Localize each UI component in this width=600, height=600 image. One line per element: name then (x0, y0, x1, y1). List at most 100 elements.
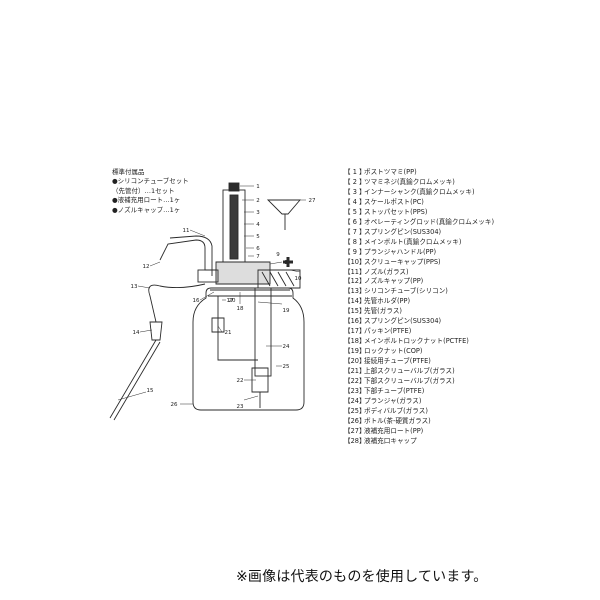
legend-name: メインボルト(真鍮クロムメッキ) (364, 237, 462, 246)
legend-num: 【19】 (344, 347, 366, 356)
nozzle (159, 239, 216, 271)
cap-hatching (261, 271, 295, 287)
legend-item: 【18】メインボルトロックナット(PCTFE) (344, 337, 494, 347)
callout-24: 24 (283, 344, 290, 350)
callout-13: 13 (131, 284, 138, 290)
legend-item: 【 6 】オペレーティングロッド(真鍮クロムメッキ) (344, 218, 494, 228)
callout-26: 26 (171, 402, 178, 408)
legend-num: 【 6 】 (344, 217, 366, 226)
callout-1: 1 (256, 184, 260, 190)
legend-item: 【17】パッキン(PTFE) (344, 327, 494, 337)
plunger (254, 287, 272, 377)
accessory-item: ●ノズルキャップ…1ヶ (112, 205, 181, 214)
accessories-title: 標準付属品 (112, 168, 145, 176)
legend-item: 【13】シリコンチューブ(シリコン) (344, 287, 494, 297)
legend-num: 【18】 (344, 337, 366, 346)
legend-item: 【27】液補充用ロート(PP) (344, 427, 494, 437)
legend-item: 【 9 】プランジャハンドル(PP) (344, 248, 494, 258)
callout-19: 19 (283, 308, 290, 314)
legend-num: 【17】 (344, 327, 366, 336)
legend-item: 【28】液補充口キャップ (344, 437, 494, 447)
legend-item: 【20】接続用チューブ(PTFE) (344, 357, 494, 367)
legend-num: 【 1 】 (344, 168, 366, 176)
legend-item: 【10】スクリューキャップ(PPS) (344, 258, 494, 268)
legend-item: 【24】プランジャ(ガラス) (344, 397, 494, 407)
legend-name: パッキン(PTFE) (364, 327, 412, 336)
legend-item: 【 1 】ポストツマミ(PP) (344, 168, 494, 178)
legend-name: ボトル(茶-硬質ガラス) (364, 416, 431, 425)
legend-name: ツマミネジ(真鍮クロムメッキ) (364, 177, 455, 186)
legend-num: 【23】 (344, 386, 366, 395)
legend-name: 上部スクリューバルブ(ガラス) (364, 367, 455, 376)
legend-name: ポストツマミ(PP) (364, 168, 417, 176)
tip-holder (149, 321, 163, 341)
legend-name: ボディバルブ(ガラス) (364, 406, 428, 415)
callout-11: 11 (183, 228, 190, 234)
legend-name: 先管(ガラス) (364, 307, 402, 316)
legend-num: 【24】 (344, 396, 366, 405)
legend-item: 【23】下部チューブ(PTFE) (344, 387, 494, 397)
callout-12: 12 (143, 264, 150, 270)
legend-item: 【16】スプリングピン(SUS304) (344, 317, 494, 327)
callout-27: 27 (309, 198, 316, 204)
legend-num: 【14】 (344, 297, 366, 306)
legend-item: 【11】ノズル(ガラス) (344, 268, 494, 278)
legend-name: メインボルトロックナット(PCTFE) (364, 337, 469, 346)
legend-name: ロックナット(COP) (364, 347, 423, 356)
callout-15: 15 (147, 388, 154, 394)
legend-item: 【12】ノズルキャップ(PP) (344, 277, 494, 287)
legend-name: シリコンチューブ(シリコン) (364, 287, 448, 296)
body-valve (251, 367, 269, 393)
silicone-tube (148, 283, 206, 323)
callout-16: 16 (193, 298, 200, 304)
legend-name: スケールポスト(PC) (364, 197, 424, 206)
bottle-neck-ridges (208, 289, 292, 297)
callout-22: 22 (237, 378, 244, 384)
plunger-handle (215, 261, 271, 285)
legend-num: 【27】 (344, 426, 366, 435)
callout-7: 7 (256, 254, 260, 260)
parts-legend: 【 1 】ポストツマミ(PP) 【 2 】ツマミネジ(真鍮クロムメッキ) 【 3… (344, 168, 494, 447)
legend-item: 【 3 】インナーシャンク(真鍮クロムメッキ) (344, 188, 494, 198)
post-knob (228, 182, 240, 192)
legend-name: プランジャハンドル(PP) (364, 247, 437, 256)
legend-num: 【16】 (344, 317, 366, 326)
screw-cap (257, 269, 301, 289)
legend-item: 【14】先管ホルダ(PP) (344, 297, 494, 307)
legend-num: 【 5 】 (344, 207, 366, 216)
legend-item: 【26】ボトル(茶-硬質ガラス) (344, 417, 494, 427)
legend-name: スプリングピン(SUS304) (364, 317, 442, 326)
legend-name: 下部スクリューバルブ(ガラス) (364, 377, 455, 386)
nozzle-inner (169, 235, 213, 276)
callout-10: 10 (295, 276, 302, 282)
accessory-item: ●液補充用ロート…1ヶ (112, 196, 181, 205)
connection-tube (217, 296, 258, 361)
legend-item: 【 4 】スケールポスト(PC) (344, 198, 494, 208)
accessory-item: （先管付）…1セット (112, 186, 175, 195)
legend-name: 接続用チューブ(PTFE) (364, 357, 431, 366)
legend-name: ストッパセット(PPS) (364, 207, 428, 216)
upper-valve (211, 317, 225, 333)
callout-3: 3 (256, 210, 260, 216)
legend-num: 【28】 (344, 436, 366, 445)
legend-name: オペレーティングロッド(真鍮クロムメッキ) (364, 217, 495, 226)
inner-shank (229, 194, 239, 260)
accessory-item: ●シリコンチューブセット (112, 177, 189, 185)
callout-6: 6 (256, 246, 260, 252)
legend-name: ノズル(ガラス) (364, 267, 409, 276)
nozzle-base (197, 269, 219, 283)
callout-18: 18 (237, 306, 244, 312)
callout-2: 2 (256, 198, 260, 204)
legend-item: 【25】ボディバルブ(ガラス) (344, 407, 494, 417)
legend-item: 【21】上部スクリューバルブ(ガラス) (344, 367, 494, 377)
legend-num: 【 7 】 (344, 227, 366, 236)
callout-23: 23 (237, 404, 244, 410)
callout-17: 17 (227, 298, 234, 304)
legend-num: 【13】 (344, 287, 366, 296)
callout-5: 5 (256, 234, 260, 240)
callout-20: 20 (229, 298, 236, 304)
bottle-outline (192, 287, 305, 411)
